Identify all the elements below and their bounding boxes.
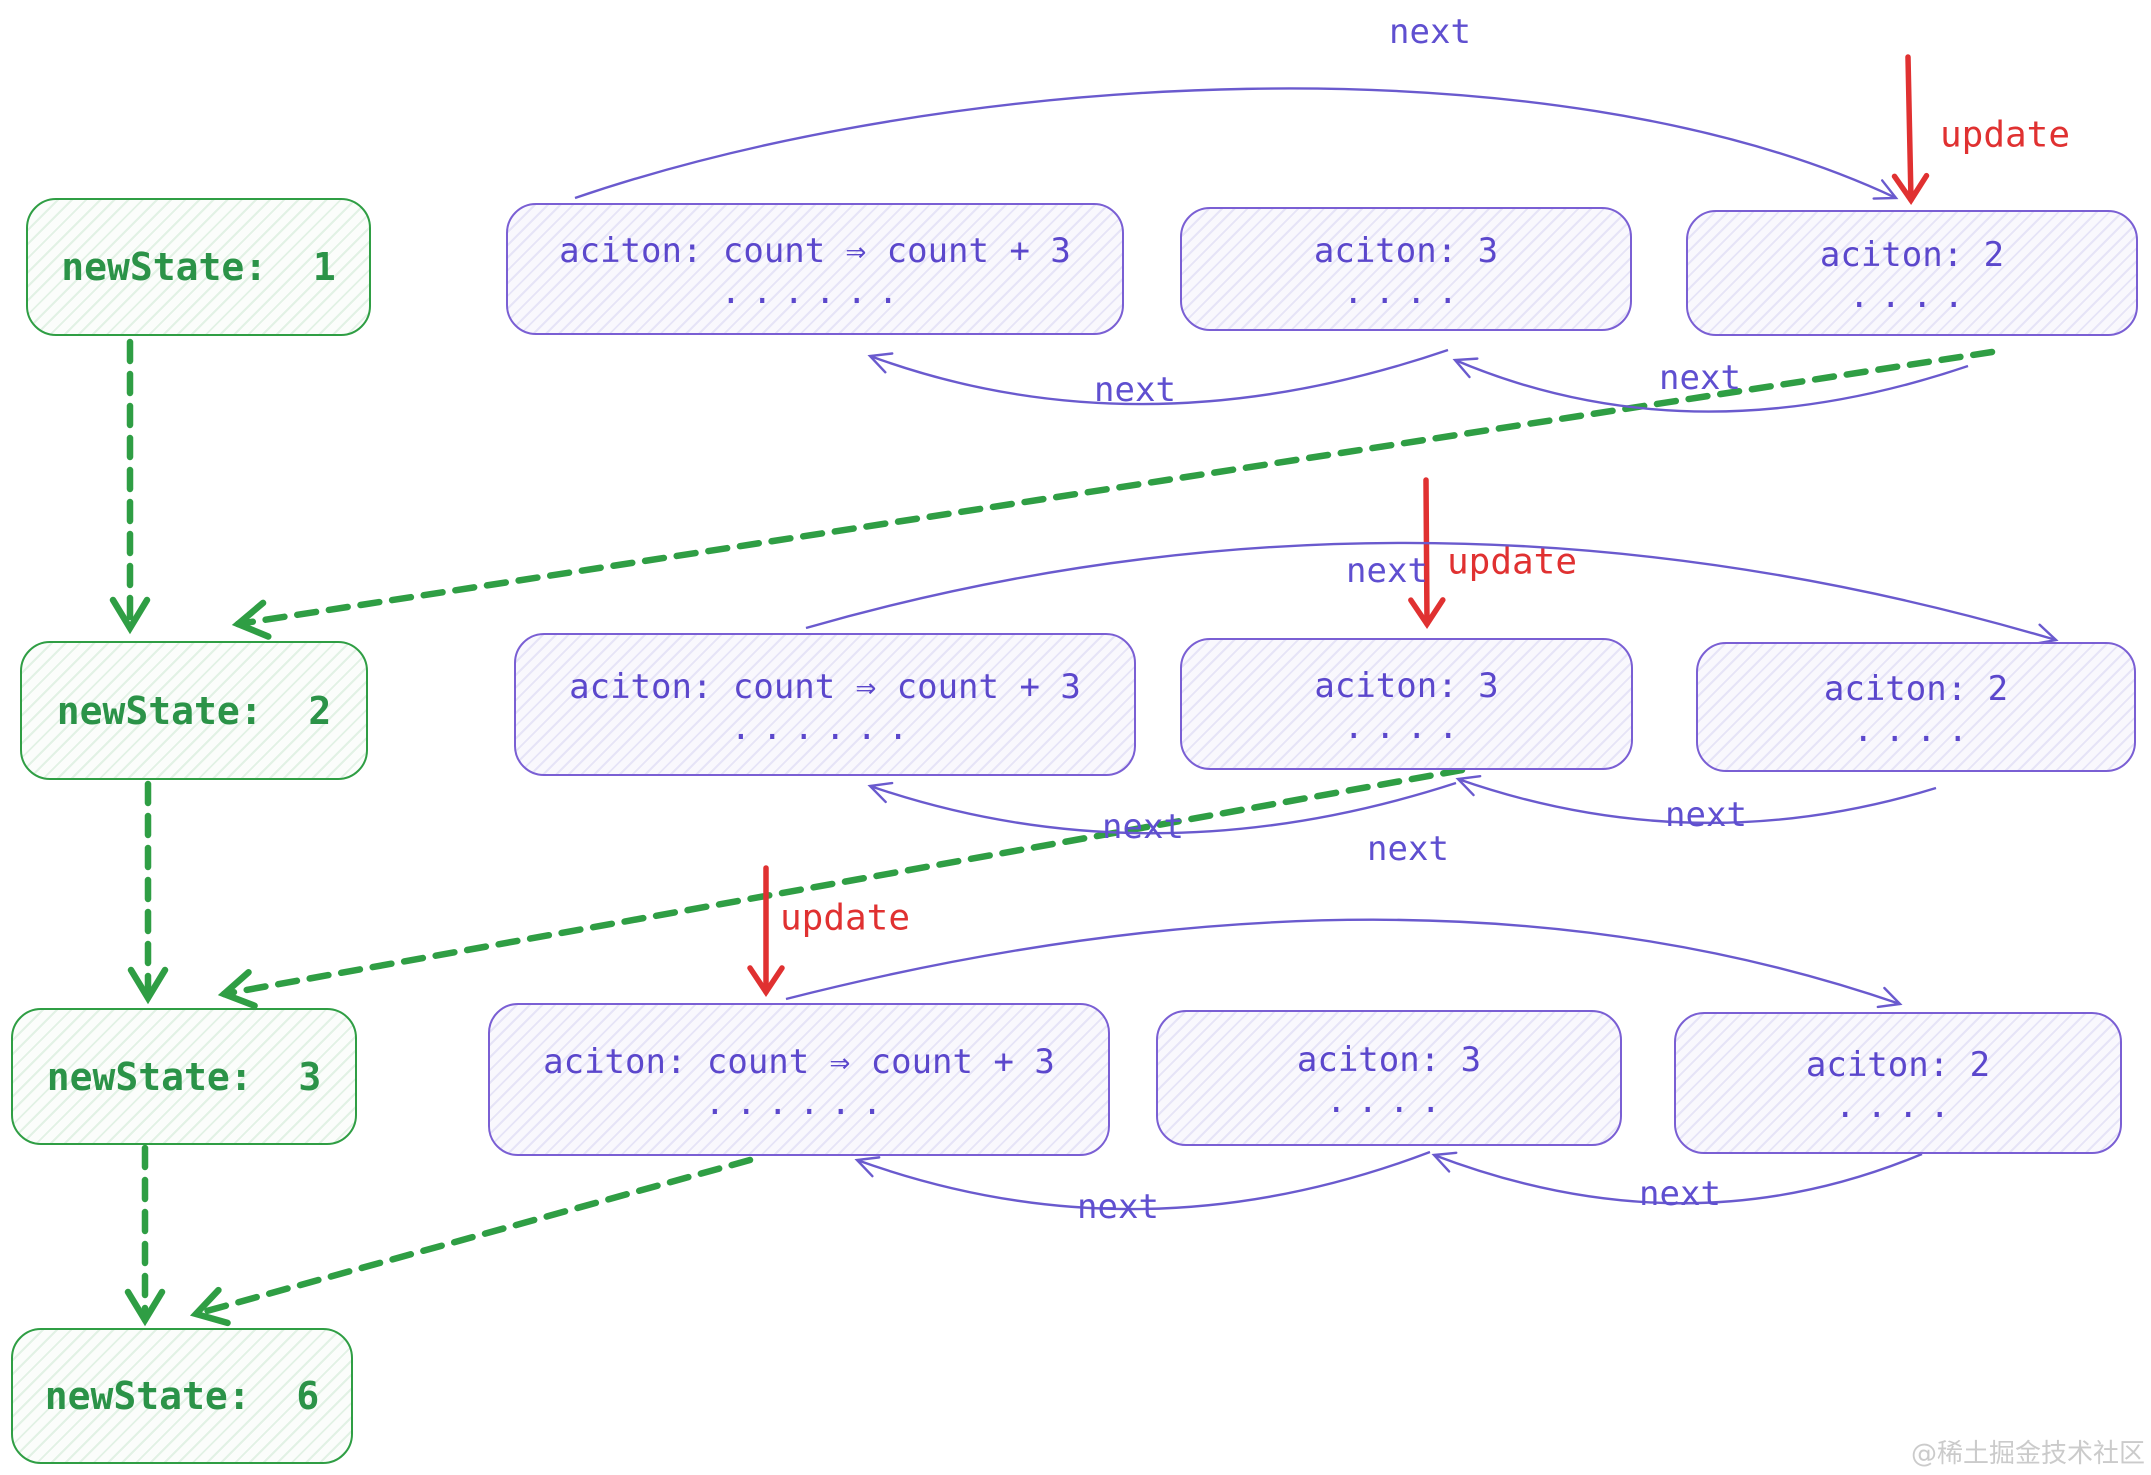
action-box-row3-count-title: aciton: count ⇒ count + 3 xyxy=(543,1041,1055,1082)
next-label-row2-top: next xyxy=(1346,551,1428,591)
action-box-row1-3: aciton: 3 .... xyxy=(1180,207,1632,331)
next-label-row2-below-left: next xyxy=(1102,807,1184,847)
action-box-row2-3-dots: .... xyxy=(1343,707,1470,747)
next-label-row1-left: next xyxy=(1094,370,1176,410)
next-label-row2-below-mid: next xyxy=(1367,829,1449,869)
state-box-2-text: newState: 2 xyxy=(56,688,332,733)
action-box-row2-2: aciton: 2 .... xyxy=(1696,642,2136,772)
update-label-row3: update xyxy=(779,897,911,939)
action-box-row1-3-title: aciton: 3 xyxy=(1313,231,1499,271)
action-box-row3-count: aciton: count ⇒ count + 3 ...... xyxy=(488,1003,1110,1156)
state-flow-arrow-action-row3-to-state6 xyxy=(189,1156,754,1327)
action-box-row1-2-title: aciton: 2 xyxy=(1819,235,2005,275)
action-box-row1-count: aciton: count ⇒ count + 3 ...... xyxy=(506,203,1124,335)
state-box-3-text: newState: 3 xyxy=(46,1054,322,1099)
action-box-row2-count-dots: ...... xyxy=(730,707,920,748)
action-box-row3-3-dots: .... xyxy=(1326,1081,1452,1121)
state-box-3: newState: 3 xyxy=(11,1008,357,1145)
state-flow-arrow-action3-row2-to-state3 xyxy=(217,766,1466,1009)
next-arc-row1-long xyxy=(574,87,1899,200)
action-box-row3-2-dots: .... xyxy=(1835,1086,1961,1126)
action-box-row1-count-dots: ...... xyxy=(720,272,910,312)
action-box-row3-3: aciton: 3 .... xyxy=(1156,1010,1622,1146)
next-arc-row3-long xyxy=(785,918,1903,1009)
action-box-row2-3-title: aciton: 3 xyxy=(1314,666,1499,706)
action-box-row2-count: aciton: count ⇒ count + 3 ...... xyxy=(514,633,1136,776)
state-box-1-text: newState: 1 xyxy=(61,245,336,289)
state-box-6-text: newState: 6 xyxy=(44,1374,320,1418)
action-box-row3-count-dots: ...... xyxy=(704,1082,894,1123)
action-box-row1-2: aciton: 2 .... xyxy=(1686,210,2138,336)
action-box-row2-2-dots: .... xyxy=(1853,710,1979,750)
next-label-row3-below-left: next xyxy=(1077,1187,1159,1227)
update-arrow-row1 xyxy=(1891,54,1930,205)
action-box-row2-2-title: aciton: 2 xyxy=(1823,669,2009,709)
action-box-row3-2-title: aciton: 2 xyxy=(1805,1045,1991,1085)
state-box-1: newState: 1 xyxy=(26,198,371,336)
next-label-row2-below-right: next xyxy=(1665,795,1747,835)
update-label-row1: update xyxy=(1939,114,2071,156)
action-box-row3-3-title: aciton: 3 xyxy=(1296,1040,1482,1080)
next-label-row3-below-right: next xyxy=(1639,1174,1721,1214)
action-box-row1-2-dots: .... xyxy=(1849,276,1975,316)
action-box-row2-count-title: aciton: count ⇒ count + 3 xyxy=(569,666,1081,707)
action-box-row2-3: aciton: 3 .... xyxy=(1180,638,1633,770)
state-box-2: newState: 2 xyxy=(20,641,368,780)
action-box-row3-2: aciton: 2 .... xyxy=(1674,1012,2122,1154)
state-box-6: newState: 6 xyxy=(11,1328,353,1464)
watermark: @稀土掘金技术社区 xyxy=(1910,1439,2145,1469)
action-box-row1-3-dots: .... xyxy=(1343,272,1469,312)
update-label-row2: update xyxy=(1446,541,1578,583)
next-label-row1-right: next xyxy=(1659,358,1741,398)
next-arc-row2-long xyxy=(805,541,2059,646)
next-label-top: next xyxy=(1389,12,1471,52)
action-box-row1-count-title: aciton: count ⇒ count + 3 xyxy=(559,231,1071,271)
